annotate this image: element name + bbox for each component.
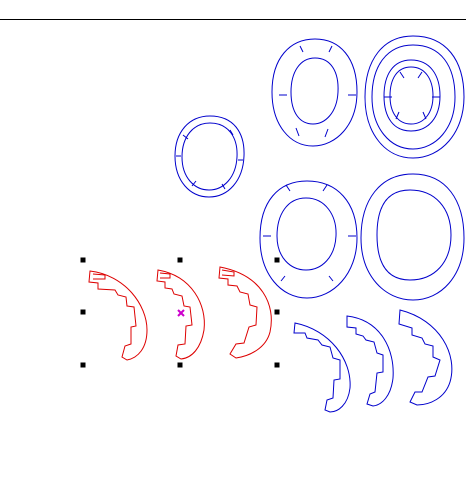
selection-handle[interactable] — [177, 257, 183, 263]
arc-segment-selected-3[interactable] — [218, 266, 272, 359]
ring-part-small[interactable] — [174, 115, 245, 198]
arc-segment-blue-3[interactable] — [398, 309, 453, 406]
ring-part-mid-left[interactable] — [259, 180, 358, 299]
selection-handle[interactable] — [274, 309, 280, 315]
canvas-top-border — [0, 19, 466, 20]
arc-segment-blue-2[interactable] — [346, 315, 394, 407]
selection-handle[interactable] — [80, 309, 86, 315]
selection-handle[interactable] — [177, 362, 183, 368]
arc-segment-blue-1[interactable] — [293, 322, 351, 413]
arc-segment-selected-1[interactable] — [88, 270, 148, 361]
pivot-x-icon[interactable] — [177, 309, 185, 317]
selection-handle[interactable] — [274, 257, 280, 263]
selection-handle[interactable] — [80, 257, 86, 263]
ring-part-top-right[interactable] — [364, 35, 465, 159]
selection-handles — [80, 257, 280, 368]
ring-part-mid-right[interactable] — [360, 173, 465, 301]
ring-part-top-left[interactable] — [271, 38, 358, 147]
arc-segment-selected-2[interactable] — [156, 269, 205, 360]
selection-handle[interactable] — [80, 362, 86, 368]
selection-handle[interactable] — [274, 362, 280, 368]
